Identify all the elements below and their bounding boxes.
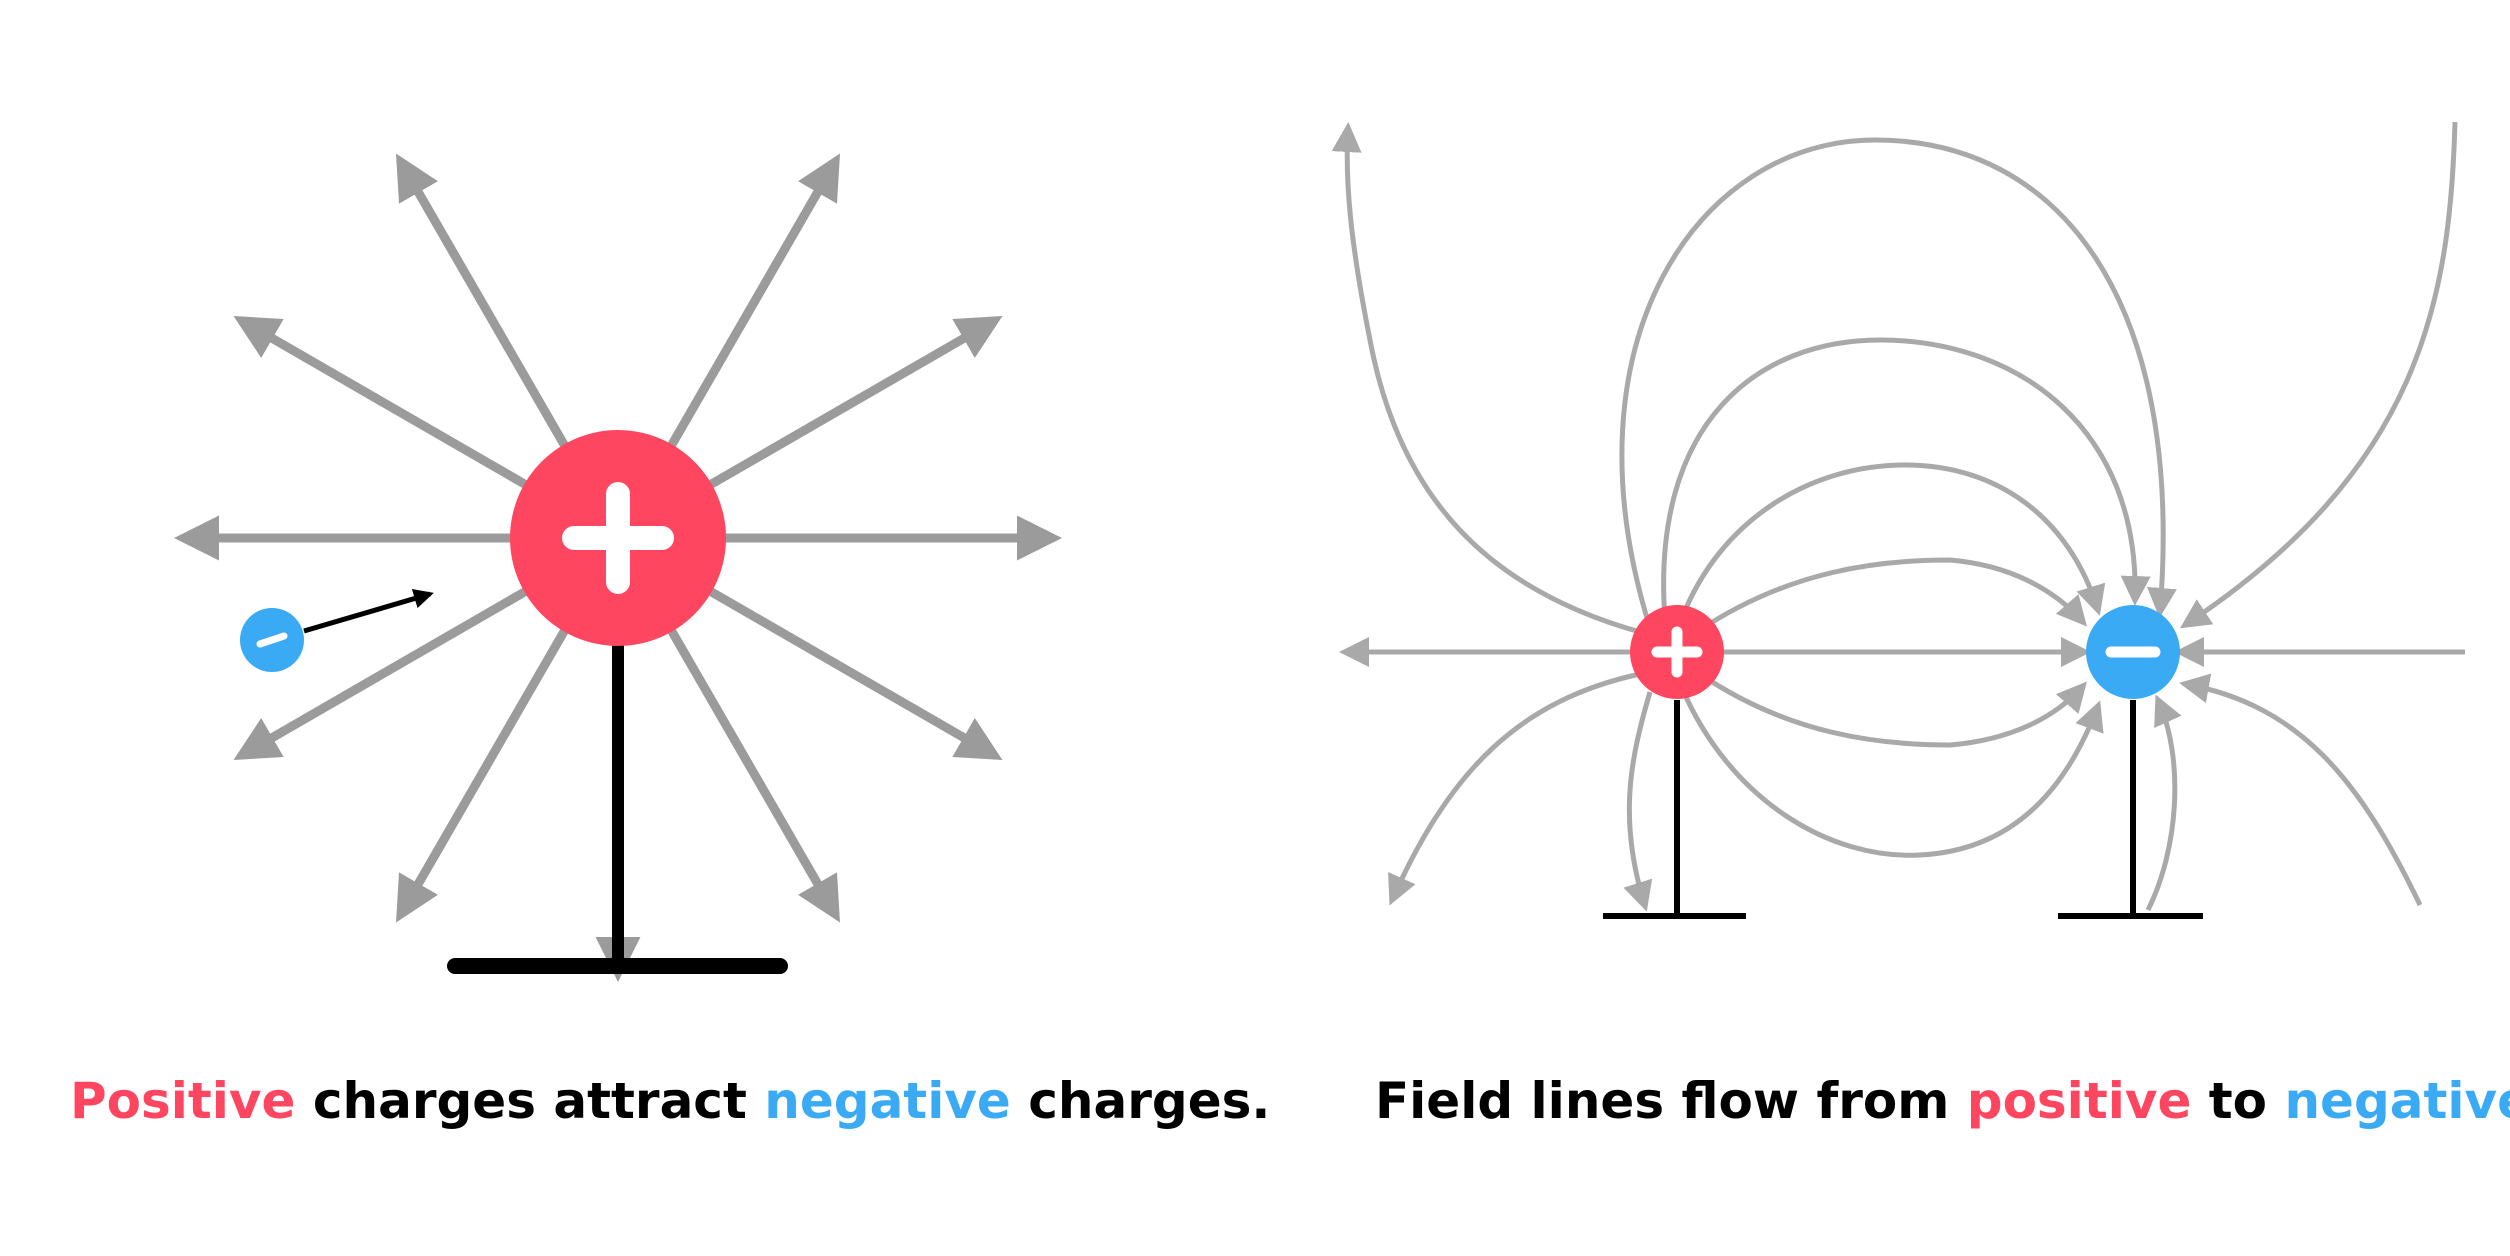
field-line-negative-from-bottom-right <box>2179 673 2423 907</box>
caption-positive-word: positive <box>1967 1072 2192 1130</box>
attraction-arrow <box>303 588 434 634</box>
caption-positive-word: Positive <box>70 1072 295 1130</box>
radial-field-arrow <box>233 315 538 495</box>
field-line-arc-upper <box>1661 337 2151 621</box>
field-line-arc-outer <box>1619 137 2177 629</box>
radial-field-arrow <box>698 315 1003 495</box>
right-positive-charge <box>1630 605 1724 699</box>
caption-text: charges. <box>1011 1072 1271 1130</box>
right-caption: Field lines flow from positive to negati… <box>1375 1072 2510 1130</box>
field-line-positive-down-left <box>1388 671 1641 906</box>
left-caption: Positive charges attract negative charge… <box>70 1072 1270 1130</box>
caption-negative-word: negative <box>764 1072 1011 1130</box>
left-positive-charge <box>510 430 726 646</box>
plus-icon <box>562 482 674 594</box>
radial-field-arrow <box>395 618 575 923</box>
right-panel <box>1331 121 2465 919</box>
right-negative-charge <box>2086 605 2180 699</box>
radial-field-arrow <box>698 581 1003 761</box>
radial-field-arrows <box>174 153 1062 982</box>
field-line-positive-up-left <box>1331 122 1641 635</box>
radial-field-arrow <box>395 153 575 458</box>
minus-icon <box>256 632 288 648</box>
field-line-positive-down <box>1623 691 1653 912</box>
test-negative-charge <box>240 588 434 672</box>
radial-field-arrow <box>661 618 841 923</box>
field-line-negative-from-bottom <box>2145 694 2182 912</box>
radial-field-arrow <box>661 153 841 458</box>
field-line-arc-inner <box>1698 557 2087 633</box>
field-line-arc-middle <box>1679 462 2106 619</box>
field-line-negative-from-top-right <box>2179 121 2458 629</box>
plus-icon <box>1651 626 1703 678</box>
field-line-arc-lower-outer <box>1679 687 2104 858</box>
caption-text: charges attract <box>295 1072 764 1130</box>
left-panel: Positive charges attract negative charge… <box>70 153 1270 1130</box>
radial-field-arrow <box>233 581 538 761</box>
caption-text: Field lines flow from <box>1375 1072 1967 1130</box>
caption-negative-word: negative <box>2284 1072 2510 1130</box>
caption-text: to <box>2191 1072 2284 1130</box>
field-line-arc-lower-inner <box>1698 671 2087 748</box>
